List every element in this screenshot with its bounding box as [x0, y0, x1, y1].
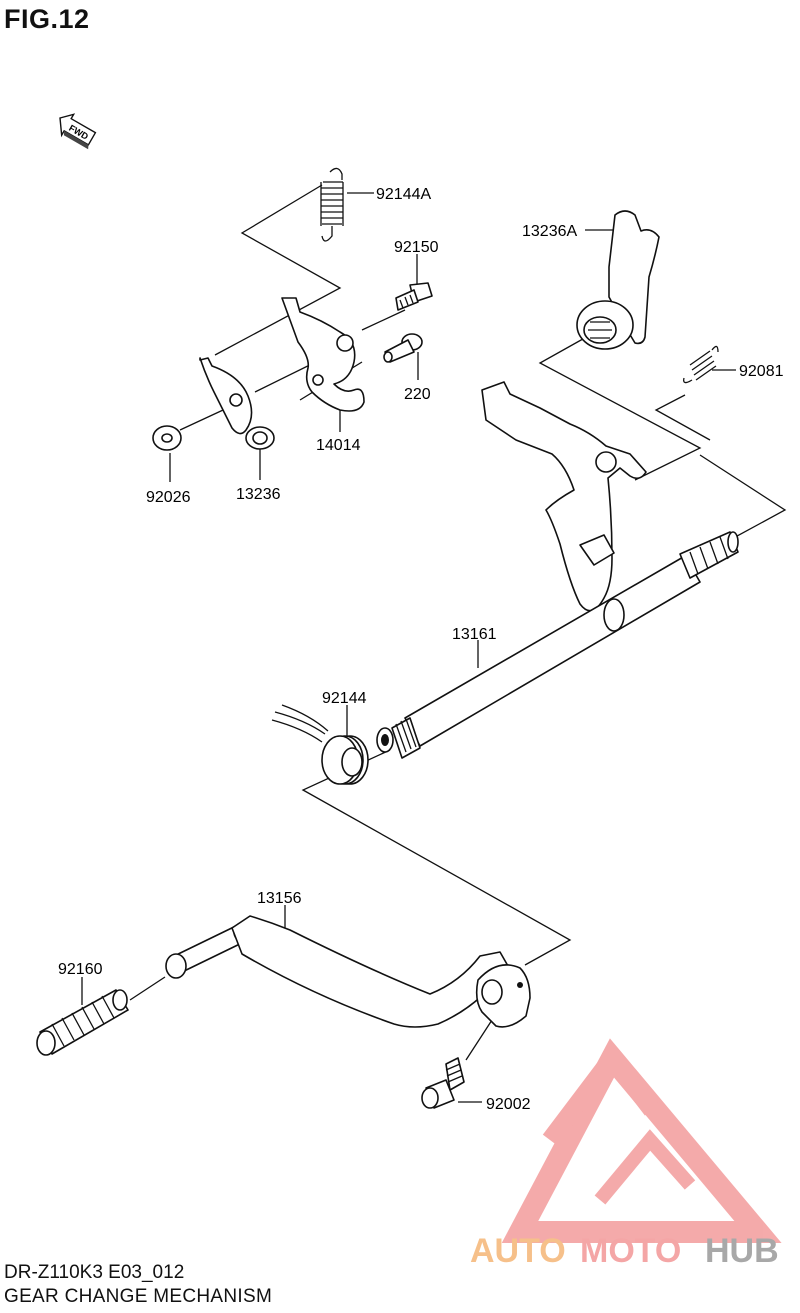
- pin-220-part: [383, 333, 423, 363]
- callout-92026: 92026: [146, 489, 191, 506]
- callout-92150: 92150: [394, 239, 439, 256]
- figure-title: FIG.12: [4, 4, 90, 34]
- section-name: GEAR CHANGE MECHANISM: [4, 1286, 273, 1307]
- washer-92026-part: [152, 425, 182, 451]
- callout-92144: 92144: [322, 690, 367, 707]
- spring-92144-part: [271, 704, 369, 785]
- callout-13156: 13156: [257, 890, 302, 907]
- watermark-brand-text: AUTO MOTO HUB: [470, 1232, 779, 1270]
- spring-92081-part: [683, 345, 719, 384]
- arm-13236-part: [199, 357, 275, 450]
- fwd-arrow-icon: FWD: [59, 113, 97, 150]
- callout-92160: 92160: [58, 961, 103, 978]
- brand-hub: HUB: [705, 1232, 779, 1270]
- shift-pedal-13156-part: [165, 915, 531, 1028]
- callout-92081: 92081: [739, 363, 784, 380]
- callout-220: 220: [404, 386, 431, 403]
- brand-auto: AUTO: [470, 1232, 566, 1270]
- callout-13161: 13161: [452, 626, 497, 643]
- callout-13236: 13236: [236, 486, 281, 503]
- callout-labels: 92144A 92150 13236A 92081 220 14014 9202…: [58, 186, 784, 1113]
- bolt-92150-part: [395, 282, 433, 311]
- model-code: DR-Z110K3 E03_012: [4, 1262, 185, 1283]
- callout-92144a: 92144A: [376, 186, 431, 203]
- pawl-14014-part: [281, 297, 365, 412]
- callout-92002: 92002: [486, 1096, 531, 1113]
- brand-moto: MOTO: [580, 1232, 681, 1270]
- spring-92144a-part: [320, 167, 344, 242]
- shift-shaft-13161-part: [376, 381, 739, 759]
- shift-fork-13236a-part: [576, 210, 660, 350]
- callout-13236a: 13236A: [522, 223, 577, 240]
- bolt-92002-part: [421, 1057, 465, 1109]
- pedal-rubber-92160-part: [36, 989, 129, 1056]
- watermark-logo: [501, 1038, 782, 1243]
- callout-14014: 14014: [316, 437, 361, 454]
